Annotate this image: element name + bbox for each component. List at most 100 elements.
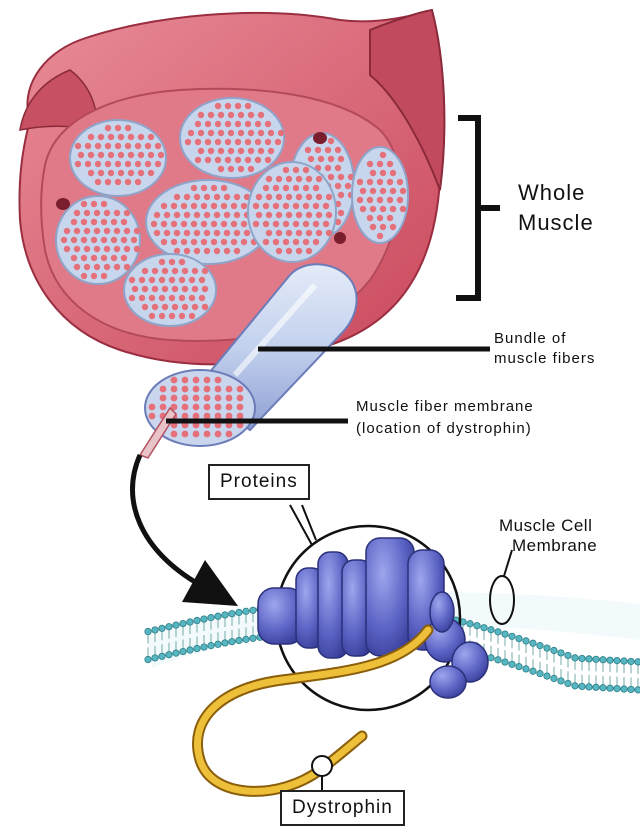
lipid-head [194, 617, 200, 623]
muscle-fiber-dot [75, 161, 81, 167]
lipid-head [236, 609, 242, 615]
muscle-fiber-dot [303, 239, 309, 245]
muscle-fiber-dot [94, 210, 100, 216]
bundle-fiber-dot [226, 431, 233, 438]
muscle-fiber-dot [325, 165, 331, 171]
muscle-fiber-dot [201, 185, 207, 191]
muscle-fiber-dot [204, 230, 210, 236]
bundle-fiber-dot [204, 413, 211, 420]
lipid-head [586, 684, 592, 690]
bundle-fiber-dot [171, 377, 178, 384]
bundle-fiber-dot [226, 413, 233, 420]
bundle-fiber-dot [193, 377, 200, 384]
muscle-fiber-dot [360, 206, 366, 212]
lipid-head [236, 637, 242, 643]
lipid-head [208, 614, 214, 620]
muscle-fiber-dot [316, 212, 322, 218]
bundle-fiber-dot [171, 395, 178, 402]
muscle-fiber-dot [245, 157, 251, 163]
lipid-head [222, 612, 228, 618]
muscle-fiber-dot [189, 313, 195, 319]
muscle-fiber-dot [108, 134, 114, 140]
muscle-fiber-dot [202, 268, 208, 274]
muscle-fiber-dot [400, 188, 406, 194]
muscle-fiber-dot [169, 259, 175, 265]
muscle-fiber-dot [181, 203, 187, 209]
muscle-fiber-dot [224, 212, 230, 218]
lipid-head [222, 640, 228, 646]
bundle-fiber-dot [149, 413, 156, 420]
muscle-fiber-dot [81, 219, 87, 225]
muscle-fiber-dot [208, 112, 214, 118]
muscle-fiber-dot [326, 212, 332, 218]
whole-muscle-label-line2: Muscle [518, 210, 594, 236]
muscle-fiber-dot [184, 212, 190, 218]
muscle-fiber-dot [81, 201, 87, 207]
bundle-label-line2: muscle fibers [494, 350, 595, 367]
muscle-fiber-dot [64, 246, 70, 252]
muscle-fiber-dot [88, 134, 94, 140]
muscle-fiber-dot [198, 130, 204, 136]
muscle-fiber-dot [266, 176, 272, 182]
muscle-fiber-dot [185, 139, 191, 145]
bundle-fiber-dot [226, 386, 233, 393]
muscle-fiber-dot [201, 221, 207, 227]
dystrophin-pointer-circle [312, 756, 332, 776]
muscle-fiber-dot [283, 203, 289, 209]
proteins-pointer-line-2 [302, 505, 316, 540]
muscle-fiber-dot [94, 264, 100, 270]
lipid-head [495, 629, 501, 635]
muscle-fiber-dot [85, 161, 91, 167]
muscle-fiber-dot [224, 248, 230, 254]
bundle-fiber-dot [193, 431, 200, 438]
muscle-fiber-dot [256, 212, 262, 218]
bundle-fiber-dot [160, 404, 167, 411]
muscle-fiber-dot [211, 203, 217, 209]
lipid-head [229, 610, 235, 616]
muscle-fiber-dot [313, 185, 319, 191]
muscle-fiber-dot [293, 185, 299, 191]
muscle-fiber-dot [316, 194, 322, 200]
muscle-fiber-dot [95, 143, 101, 149]
muscle-fiber-dot [195, 157, 201, 163]
muscle-fiber-dot [125, 161, 131, 167]
muscle-fiber-dot [71, 237, 77, 243]
muscle-fiber-dot [273, 185, 279, 191]
muscle-fiber-dot [81, 255, 87, 261]
muscle-fiber-dot [104, 264, 110, 270]
muscle-fiber-dot [95, 161, 101, 167]
muscle-fiber-dot [118, 152, 124, 158]
muscle-fiber-dot [305, 147, 311, 153]
proteins-label: Proteins [208, 464, 310, 500]
muscle-fiber-dot [276, 212, 282, 218]
muscle-fiber-dot [228, 112, 234, 118]
lipid-head [180, 648, 186, 654]
muscle-fiber-dot [94, 246, 100, 252]
muscle-fiber-dot [84, 210, 90, 216]
muscle-fiber-dot [191, 239, 197, 245]
bundle-fiber-dot [215, 377, 222, 384]
muscle-fiber-dot [189, 295, 195, 301]
muscle-fiber-dot [205, 139, 211, 145]
muscle-fiber-dot [255, 121, 261, 127]
muscle-fascicle [248, 162, 336, 262]
lipid-head [621, 686, 627, 692]
muscle-fiber-dot [95, 179, 101, 185]
muscle-fiber-dot [224, 194, 230, 200]
muscle-fiber-dot [241, 203, 247, 209]
muscle-fiber-dot [273, 239, 279, 245]
muscle-fiber-dot [202, 286, 208, 292]
muscle-fiber-dot [323, 221, 329, 227]
muscle-fiber-dot [129, 277, 135, 283]
muscle-fiber-dot [214, 194, 220, 200]
muscle-fiber-dot [91, 273, 97, 279]
muscle-fiber-dot [204, 248, 210, 254]
lipid-head [502, 631, 508, 637]
muscle-fiber-dot [390, 206, 396, 212]
muscle-fiber-dot [195, 121, 201, 127]
muscle-fiber-dot [128, 152, 134, 158]
muscle-fiber-dot [101, 237, 107, 243]
lipid-head [152, 655, 158, 661]
lipid-head [530, 640, 536, 646]
muscle-fiber-dot [98, 170, 104, 176]
